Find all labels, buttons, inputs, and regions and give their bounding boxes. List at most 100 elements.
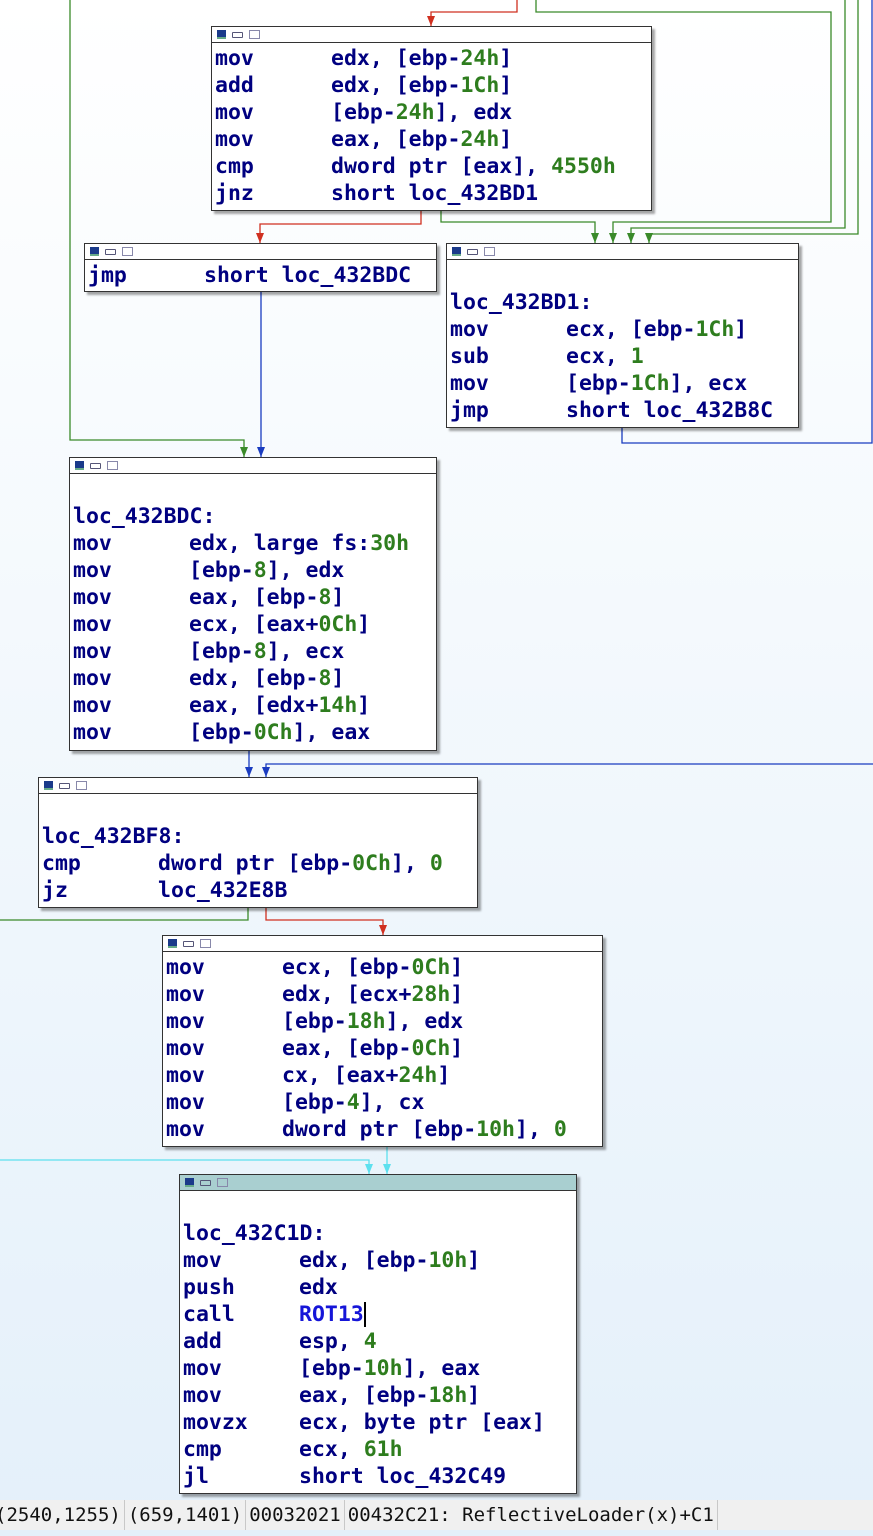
instruction-line[interactable]: mov[ebp-0Ch], eax: [73, 719, 436, 746]
instruction-line[interactable]: mov[ebp-10h], eax: [183, 1355, 576, 1382]
flow-edge[interactable]: [430, 0, 518, 26]
flow-edge[interactable]: [535, 0, 832, 243]
instruction-line[interactable]: mov[ebp-8], edx: [73, 557, 436, 584]
instruction-line[interactable]: loc_432BDC:: [73, 503, 436, 530]
ungroup-icon[interactable]: [217, 1178, 228, 1187]
color-icon[interactable]: [452, 247, 461, 256]
ungroup-icon[interactable]: [200, 939, 211, 948]
block-header[interactable]: [180, 1175, 576, 1191]
block-header[interactable]: [212, 27, 651, 43]
ungroup-icon[interactable]: [484, 247, 495, 256]
block-header[interactable]: [85, 244, 436, 260]
group-icon[interactable]: [105, 248, 116, 255]
group-icon[interactable]: [232, 31, 243, 38]
flow-edge[interactable]: [0, 1159, 370, 1174]
flow-edge[interactable]: [265, 763, 873, 777]
mnemonic: mov: [450, 317, 489, 342]
flow-edge[interactable]: [648, 0, 859, 243]
location-label[interactable]: loc_432BD1:: [450, 290, 593, 315]
block-header[interactable]: [163, 936, 602, 952]
ungroup-icon[interactable]: [122, 247, 133, 256]
flow-edge[interactable]: [0, 907, 249, 921]
group-icon[interactable]: [90, 462, 101, 469]
flow-edge[interactable]: [265, 907, 384, 935]
color-icon[interactable]: [44, 781, 53, 790]
instruction-line[interactable]: mov[ebp-18h], edx: [166, 1008, 602, 1035]
block-header[interactable]: [39, 778, 477, 794]
mnemonic: jmp: [88, 263, 127, 288]
ungroup-icon[interactable]: [76, 781, 87, 790]
ungroup-icon[interactable]: [107, 461, 118, 470]
instruction-line[interactable]: mov[ebp-24h], edx: [215, 99, 651, 126]
group-icon[interactable]: [59, 782, 70, 789]
operand: ]: [734, 317, 748, 342]
flow-edge[interactable]: [440, 210, 596, 243]
group-icon[interactable]: [467, 248, 478, 255]
instruction-line[interactable]: loc_432C1D:: [183, 1220, 576, 1247]
color-icon[interactable]: [90, 247, 99, 256]
instruction-line[interactable]: [183, 1193, 576, 1220]
instruction-line[interactable]: mov[ebp-8], ecx: [73, 638, 436, 665]
location-label[interactable]: loc_432BF8:: [42, 824, 185, 849]
instruction-line[interactable]: mov[ebp-1Ch], ecx: [450, 370, 798, 397]
block-header[interactable]: [447, 244, 798, 260]
instruction-line[interactable]: loc_432BD1:: [450, 289, 798, 316]
color-icon[interactable]: [75, 461, 84, 470]
instruction-line[interactable]: loc_432BF8:: [42, 823, 477, 850]
location-label[interactable]: loc_432C1D:: [183, 1221, 326, 1246]
location-label[interactable]: loc_432BDC:: [73, 504, 216, 529]
color-icon[interactable]: [185, 1178, 194, 1187]
function-ref[interactable]: ROT13: [299, 1302, 366, 1327]
color-icon[interactable]: [217, 30, 226, 39]
group-icon[interactable]: [200, 1179, 211, 1186]
flow-edge[interactable]: [259, 210, 422, 243]
instruction-line[interactable]: mov[ebp-4], cx: [166, 1089, 602, 1116]
instruction-line[interactable]: [450, 262, 798, 289]
operand-number: 28h: [411, 982, 451, 1007]
color-icon[interactable]: [168, 939, 177, 948]
block-header[interactable]: [70, 458, 436, 474]
group-icon[interactable]: [183, 940, 194, 947]
flow-edge[interactable]: [621, 0, 873, 444]
instruction-line[interactable]: [73, 476, 436, 503]
flow-edge[interactable]: [630, 0, 846, 243]
instruction-line[interactable]: [42, 796, 477, 823]
ungroup-icon[interactable]: [249, 30, 260, 39]
